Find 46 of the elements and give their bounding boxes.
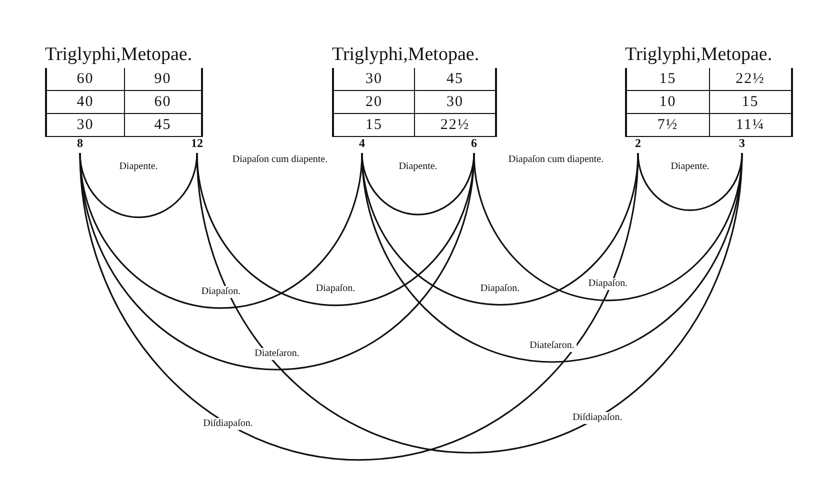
table-cell: 10 <box>627 91 710 113</box>
table-cell: 20 <box>334 91 415 113</box>
edge-label: Diapente. <box>396 161 440 173</box>
arc-line <box>637 152 743 211</box>
edge-label: Diapaſon. <box>586 278 630 290</box>
edge-label: Diapente. <box>117 161 160 173</box>
number-label: 3 <box>739 137 745 149</box>
arc-line <box>196 152 743 453</box>
table-cell-text: 11¼ <box>734 116 766 135</box>
table-cell: 15 <box>627 68 710 90</box>
edge-label: Diateſaron. <box>252 348 302 360</box>
table-cell-text: 30 <box>446 93 464 112</box>
arc-line <box>79 152 639 460</box>
arc-line <box>361 152 743 362</box>
table-heading: Triglyphi,Metopae. <box>332 44 480 66</box>
number-label: 4 <box>359 137 365 149</box>
table-heading: Triglyphi,Metopae. <box>45 44 192 66</box>
table-cell-text: 22½ <box>734 70 766 89</box>
number-label: 6 <box>471 137 477 149</box>
table-cell-text: 90 <box>153 70 172 89</box>
table-cell-text: 45 <box>153 116 172 135</box>
table-cell-text: 45 <box>446 70 464 89</box>
interval-label: Diapaſon cum diapente. <box>230 154 330 166</box>
table-cell-text: 15 <box>740 93 760 112</box>
interval-label: Diapaſon cum diapente. <box>506 154 606 166</box>
table-cell: 15 <box>334 114 415 136</box>
edge-label: Diateſaron. <box>528 340 576 352</box>
edge-label: Diapaſon. <box>199 286 243 298</box>
table-cell: 7½ <box>627 114 710 136</box>
table-cell: 30 <box>47 114 124 136</box>
edge-label: Diſdiapaſon. <box>570 412 624 424</box>
edge-label: Diſdiapaſon. <box>201 418 255 430</box>
number-label: 2 <box>635 137 641 149</box>
table-cell-text: 60 <box>153 93 172 112</box>
table-cell: 30 <box>334 68 415 90</box>
edge-label: Diapaſon. <box>314 283 358 296</box>
table-heading: Triglyphi,Metopae. <box>625 44 772 66</box>
table-cell-text: 22½ <box>439 116 471 135</box>
number-label: 12 <box>191 137 203 149</box>
number-label: 8 <box>77 137 83 149</box>
arc-line <box>79 152 475 370</box>
edge-label: Diapaſon. <box>478 282 522 295</box>
table-cell: 40 <box>47 91 124 113</box>
edge-label: Diapente. <box>668 161 712 173</box>
arc-line <box>473 152 743 301</box>
table-cell: 60 <box>47 68 124 90</box>
